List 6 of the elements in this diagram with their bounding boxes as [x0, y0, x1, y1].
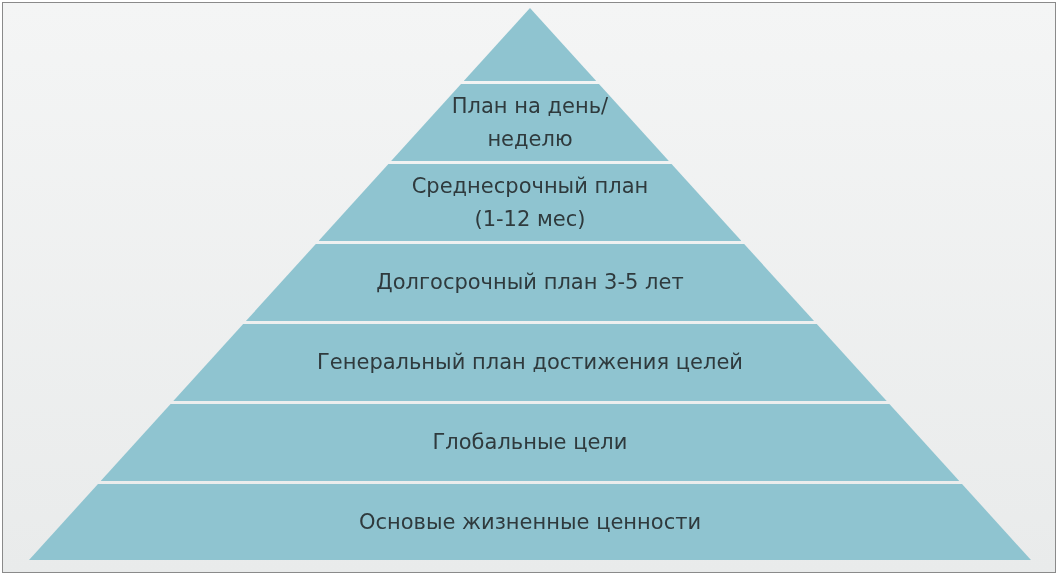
level-label: Среднесрочный план (1-12 мес) [410, 172, 650, 233]
level-label: План на день/неделю [450, 92, 610, 153]
level-label: Генеральный план достижения целей [317, 349, 743, 377]
level-label: Основые жизненные ценности [358, 508, 702, 536]
level-label: Глобальные цели [432, 429, 628, 457]
level-label: Долгосрочный план 3-5 лет [376, 269, 684, 297]
